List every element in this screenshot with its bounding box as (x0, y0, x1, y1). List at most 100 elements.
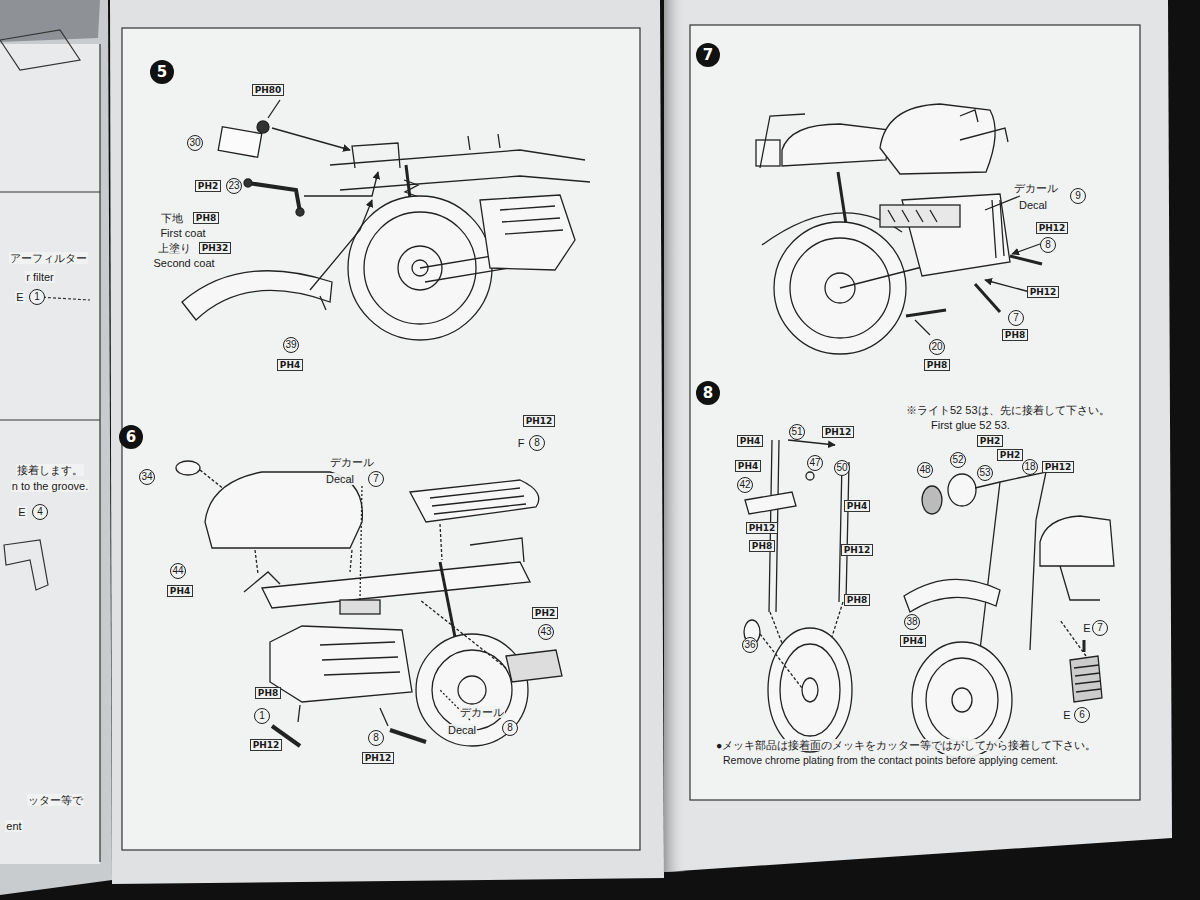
part-number: 44 (170, 563, 186, 579)
paint-code: PH8 (1002, 329, 1028, 342)
rear-frame-illustration (500, 206, 563, 234)
assembled-motorcycle-illustration (975, 284, 1000, 312)
rear-frame-illustration (244, 179, 252, 187)
partial-page-art (4, 540, 48, 590)
part-number: 20 (929, 339, 945, 355)
part-label: 下地 (160, 212, 184, 225)
rear-frame-illustration (480, 195, 575, 270)
paint-code: PH12 (1027, 286, 1060, 299)
assembled-motorcycle-illustration (915, 320, 930, 335)
frame-tank-seat-illustration (410, 480, 539, 522)
frame-tank-seat-illustration (270, 626, 412, 702)
paint-code: PH12 (746, 522, 779, 535)
page-frame (0, 25, 1140, 864)
paint-code: PH12 (1042, 461, 1075, 474)
callout-number: 43 (540, 627, 551, 637)
frame-tank-seat-illustration (360, 485, 362, 600)
front-fork-illustration (994, 472, 1046, 532)
background (664, 0, 1172, 872)
part-number: 53 (977, 465, 993, 481)
callout-number: 23 (228, 181, 239, 191)
paint-code: PH4 (844, 500, 870, 513)
part-number: 9 (1070, 188, 1086, 204)
frame-tank-seat-illustration (440, 562, 456, 642)
callout-number: 34 (141, 472, 152, 482)
rear-frame-illustration (182, 271, 332, 320)
front-fork-illustration (802, 678, 818, 702)
paint-code: PH4 (277, 359, 303, 372)
paint-code: PH2 (997, 449, 1023, 462)
part-number: 23 (226, 178, 242, 194)
part-label: E (1062, 709, 1071, 722)
callout-number: 1 (259, 711, 265, 721)
callout-number: 8 (507, 723, 513, 733)
callout-number: 48 (919, 465, 930, 475)
assembled-motorcycle-illustration (992, 200, 1004, 258)
part-label: F (517, 437, 526, 450)
frame-tank-seat-illustration (380, 708, 388, 726)
assembled-motorcycle-illustration (888, 210, 937, 222)
part-label: Decal (1018, 199, 1048, 212)
part-number: 43 (538, 624, 554, 640)
rear-frame-illustration (296, 208, 304, 216)
frame-tank-seat-illustration (420, 600, 506, 668)
rear-frame-illustration (304, 172, 378, 196)
frame-tank-seat-illustration (432, 650, 512, 730)
rear-frame-illustration (257, 121, 269, 133)
part-number: 8 (502, 720, 518, 736)
callout-number: 4 (37, 507, 43, 517)
callout-number: 20 (931, 342, 942, 352)
rear-frame-illustration (320, 296, 326, 310)
paint-code: PH4 (900, 635, 926, 648)
paint-code: PH2 (532, 607, 558, 620)
part-number: 18 (1022, 459, 1038, 475)
frame-tank-seat-illustration (205, 472, 362, 548)
callout-number: 7 (703, 48, 713, 63)
part-label: First coat (159, 227, 206, 240)
paint-code: PH2 (977, 435, 1003, 448)
paint-code: PH8 (844, 594, 870, 607)
frame-tank-seat-illustration (244, 572, 280, 592)
part-number: 50 (834, 460, 850, 476)
partial-page-art (38, 297, 90, 300)
part-label: アーフィルター (9, 252, 88, 265)
assembled-motorcycle-illustration (906, 310, 946, 316)
step-number: 8 (696, 381, 720, 405)
front-fork-illustration (745, 492, 796, 514)
rear-frame-illustration (182, 100, 590, 340)
front-fork-illustration (926, 658, 998, 742)
front-fork-illustration (952, 688, 972, 712)
part-label: E (1082, 622, 1091, 635)
frame-tank-seat-illustration (340, 600, 380, 614)
background (0, 0, 100, 42)
page-frame (99, 44, 100, 862)
callout-number: 8 (373, 733, 379, 743)
assembled-motorcycle-illustration (756, 104, 1042, 354)
frame-tank-seat-illustration (458, 676, 486, 704)
part-number: 47 (807, 455, 823, 471)
rear-frame-illustration (468, 134, 500, 150)
page-frame (0, 419, 100, 420)
front-fork-illustration (780, 644, 840, 736)
part-label: Second coat (152, 257, 215, 270)
frame-tank-seat-illustration (200, 470, 225, 490)
part-label: ッター等で (27, 794, 84, 807)
part-number: 7 (368, 471, 384, 487)
part-number: 51 (789, 424, 805, 440)
front-fork-illustration (760, 634, 802, 688)
frame-tank-seat-illustration (430, 488, 526, 514)
assembled-motorcycle-illustration (756, 140, 780, 166)
part-number: 1 (254, 708, 270, 724)
callout-number: 1 (34, 292, 40, 302)
paint-code: PH4 (737, 435, 763, 448)
note-text: Remove chrome plating from the contact p… (722, 754, 1059, 766)
frame-tank-seat-illustration (350, 550, 352, 572)
callout-number: 39 (285, 340, 296, 350)
part-label: r filter (25, 271, 55, 284)
step-number: 5 (150, 60, 174, 84)
callout-number: 38 (906, 617, 917, 627)
paint-code: PH12 (1036, 222, 1069, 235)
part-label: n to the groove. (11, 480, 89, 493)
frame-tank-seat-illustration (255, 550, 258, 574)
